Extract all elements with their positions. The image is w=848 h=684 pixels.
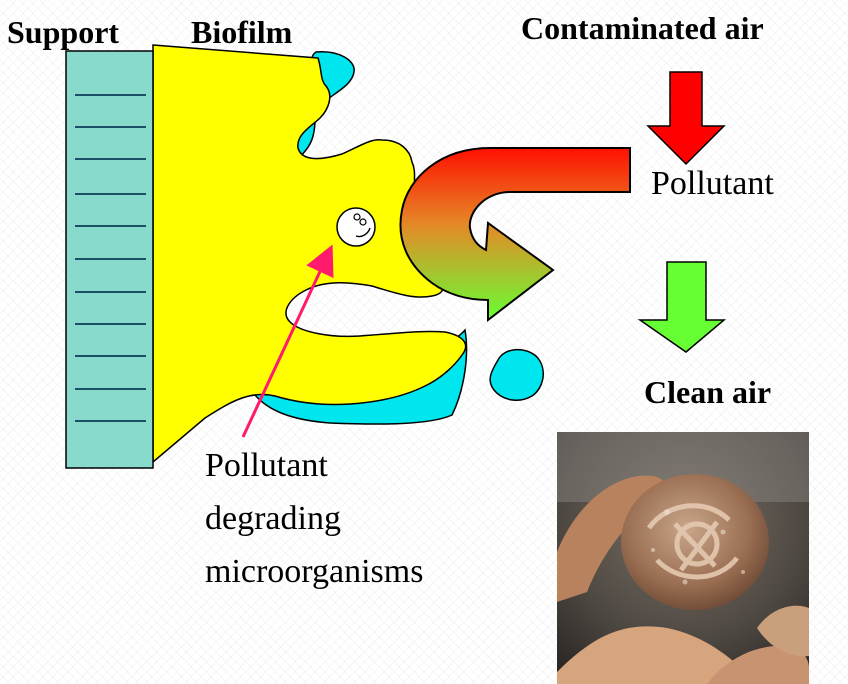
- pollutant-label: Pollutant: [651, 165, 774, 202]
- microorganisms-label-line3: microorganisms: [205, 553, 423, 590]
- contaminated-air-label: Contaminated air: [521, 10, 764, 46]
- microorganisms-label-line2: degrading: [205, 500, 341, 537]
- biofilm-packing-photo: [557, 432, 809, 684]
- microorganisms-label-line1: Pollutant: [205, 447, 328, 484]
- biofilm-label: Biofilm: [191, 14, 293, 50]
- support-label: Support: [7, 14, 119, 50]
- green-down-arrow: [640, 262, 724, 352]
- smiley-face-icon: [337, 208, 375, 246]
- clean-air-label: Clean air: [644, 374, 771, 410]
- red-down-arrow: [648, 72, 724, 164]
- support-column: [66, 51, 153, 468]
- water-patch-small: [490, 350, 543, 401]
